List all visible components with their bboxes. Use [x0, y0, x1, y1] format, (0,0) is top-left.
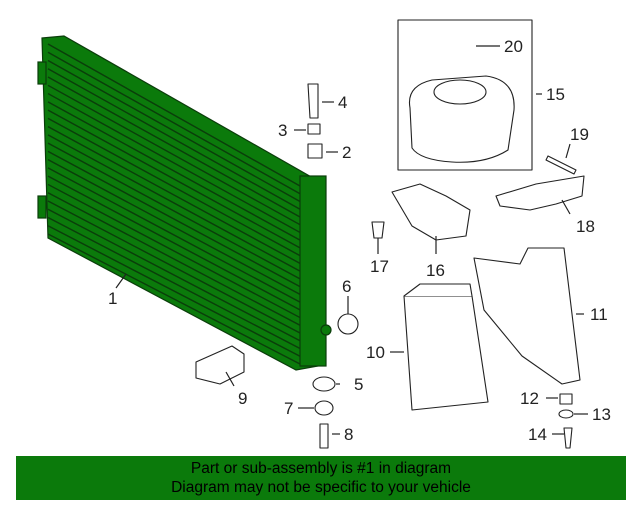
washer-part-7[interactable]	[314, 400, 334, 416]
callout-15: 15	[546, 85, 565, 104]
parts-diagram: 1 2 3 4 5 6 7 8 9 10 11 12 13 14 15 16 1…	[37, 19, 611, 449]
radiator-fin-line	[47, 76, 301, 218]
callout-3: 3	[278, 121, 287, 140]
banner-line-2: Diagram may not be specific to your vehi…	[171, 479, 471, 496]
callout-14: 14	[528, 425, 547, 444]
radiator-fin-line	[47, 109, 301, 249]
radiator-fin-line	[47, 84, 301, 226]
callout-numbers: 1 2 3 4 5 6 7 8 9 10 11 12 13 14 15 16 1…	[108, 37, 611, 444]
radiator-fin-line	[47, 192, 301, 326]
clip-part-3[interactable]	[307, 123, 321, 135]
support-bracket-part-11[interactable]	[473, 247, 581, 385]
aux-radiator-part-10[interactable]	[403, 283, 489, 411]
bracket-part-16[interactable]	[391, 183, 471, 241]
nut-part-12[interactable]	[559, 393, 573, 405]
callout-1: 1	[108, 289, 117, 308]
bolt-part-14[interactable]	[563, 427, 573, 449]
radiator-fin-line	[47, 225, 301, 357]
bracket-part-18[interactable]	[495, 175, 585, 211]
radiator-fin-line	[47, 142, 301, 280]
banner-line-1: Part or sub-assembly is #1 in diagram	[190, 460, 452, 477]
radiator-part-1[interactable]	[37, 35, 332, 371]
radiator-fin-line	[47, 117, 301, 257]
sensor-part-4[interactable]	[307, 83, 319, 119]
radiator-fin-line	[47, 233, 301, 365]
callout-12: 12	[520, 389, 539, 408]
callout-6: 6	[342, 277, 351, 296]
callout-18: 18	[576, 217, 595, 236]
radiator-fin-line	[47, 59, 301, 203]
rubber-mount-part-5[interactable]	[312, 376, 336, 392]
radiator-fin-line	[47, 51, 301, 195]
callout-4: 4	[338, 93, 347, 112]
callout-7: 7	[284, 399, 293, 418]
callout-19: 19	[570, 125, 589, 144]
callout-13: 13	[592, 405, 611, 424]
bushing-part-6[interactable]	[337, 313, 359, 335]
radiator-fin-line	[47, 101, 301, 241]
radiator-fin-line	[47, 68, 301, 210]
radiator-fin-line	[47, 175, 301, 311]
callout-16: 16	[426, 261, 445, 280]
radiator-fin-line	[47, 183, 301, 319]
callout-11: 11	[590, 305, 608, 324]
expansion-tank-part-15[interactable]	[397, 19, 533, 171]
callout-5: 5	[354, 375, 363, 394]
callout-8: 8	[344, 425, 353, 444]
grommet-part-2[interactable]	[307, 143, 323, 159]
radiator-fin-line	[47, 125, 301, 265]
radiator-fin-line	[47, 150, 301, 288]
radiator-fin-line	[47, 200, 301, 334]
leader-lines	[115, 45, 588, 435]
callout-20: 20	[504, 37, 523, 56]
bolt-part-8[interactable]	[319, 423, 329, 449]
mount-bracket-part-9[interactable]	[195, 345, 245, 385]
info-banner: Part or sub-assembly is #1 in diagram Di…	[16, 456, 626, 500]
bolt-part-19[interactable]	[545, 155, 577, 175]
radiator-fin-line	[47, 208, 301, 342]
radiator-fin-line	[47, 159, 301, 295]
washer-part-13[interactable]	[558, 409, 574, 419]
callout-2: 2	[342, 143, 351, 162]
radiator-fin-line	[47, 134, 301, 272]
callout-9: 9	[238, 389, 247, 408]
bolt-part-17[interactable]	[371, 221, 385, 239]
radiator-fin-line	[47, 167, 301, 303]
callout-17: 17	[370, 257, 389, 276]
radiator-fin-line	[47, 92, 301, 234]
callout-10: 10	[366, 343, 385, 362]
radiator-fin-line	[47, 43, 301, 187]
radiator-fin-line	[47, 216, 301, 350]
